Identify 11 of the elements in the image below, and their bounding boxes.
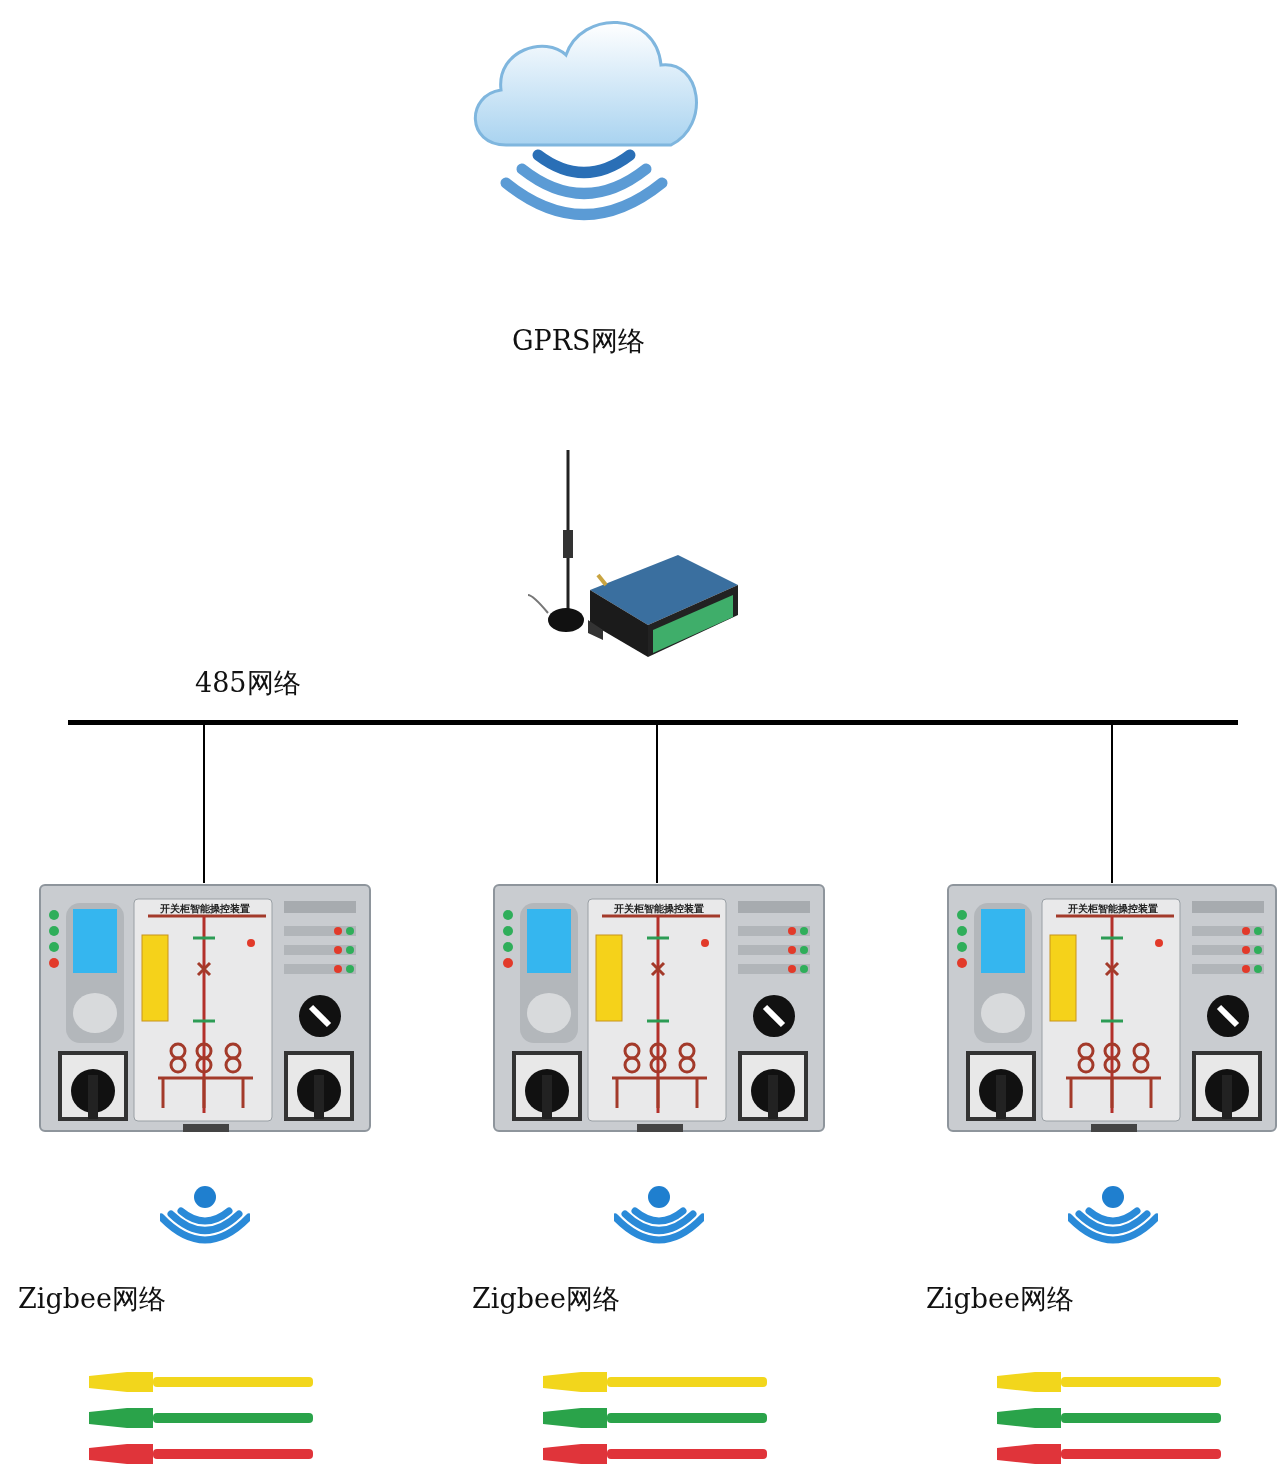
connector-line (1111, 724, 1113, 884)
network-label: 485网络 (195, 667, 301, 700)
panel-title: 开关柜智能操控装置 (1067, 903, 1159, 915)
network-label: Zigbee网络 (472, 1283, 620, 1316)
connector-line (203, 724, 205, 884)
panel-title: 开关柜智能操控装置 (159, 903, 251, 915)
network-label: GPRS网络 (512, 325, 645, 358)
connector-line (656, 724, 658, 884)
network-label: Zigbee网络 (18, 1283, 166, 1316)
panel-title: 开关柜智能操控装置 (613, 903, 705, 915)
network-label: Zigbee网络 (926, 1283, 1074, 1316)
